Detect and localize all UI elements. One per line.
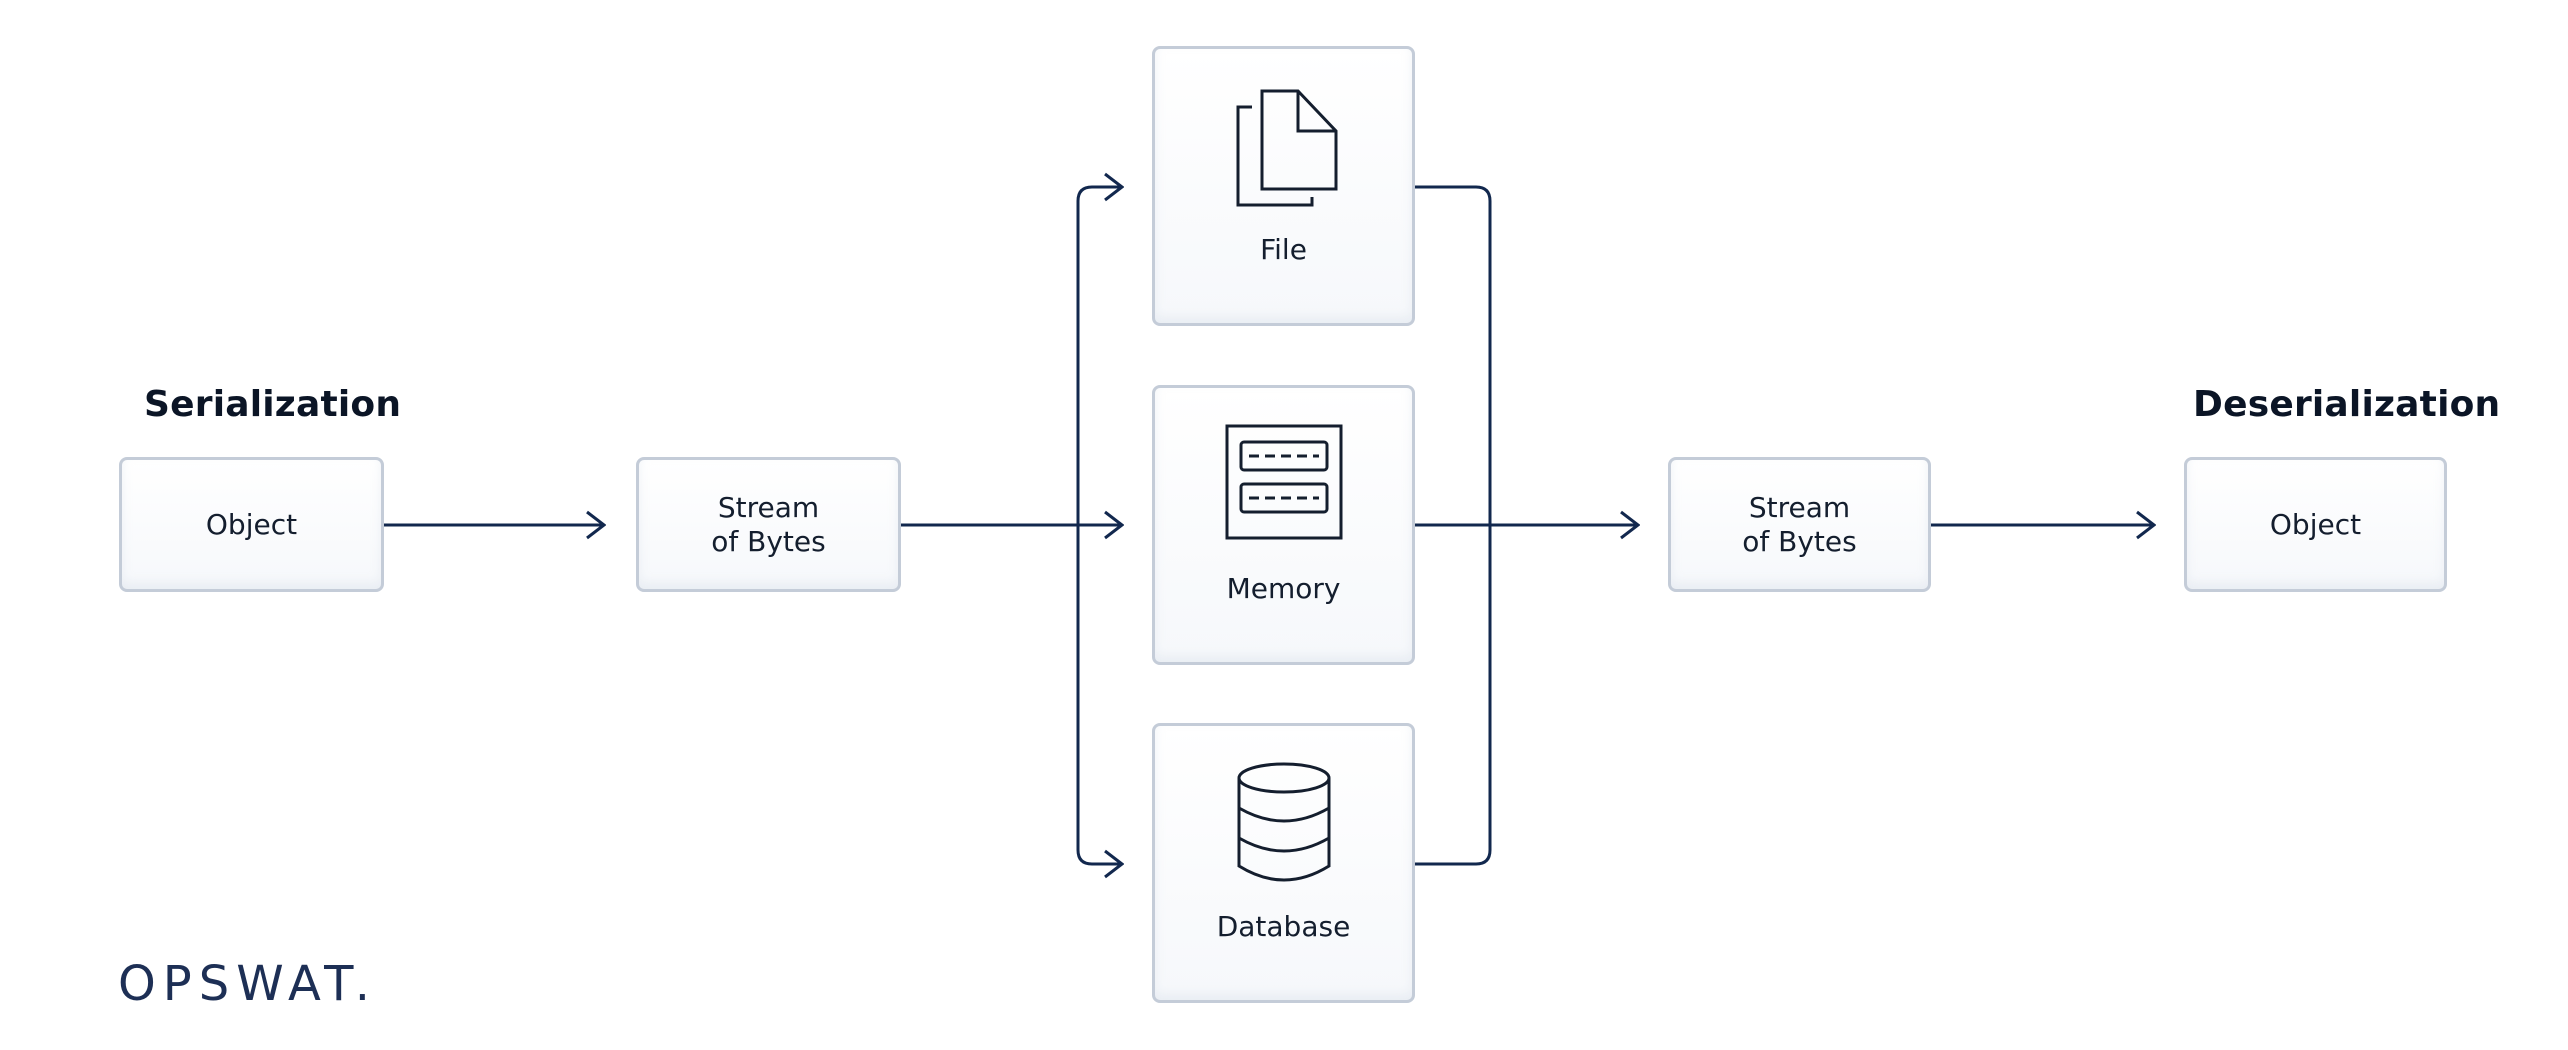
object-label-right: Object — [2269, 507, 2362, 541]
database-box: Database — [1152, 723, 1415, 1003]
opswat-logo: OPSWAT. — [118, 956, 378, 1012]
serialization-heading: Serialization — [144, 384, 402, 425]
arrow-branch-to-file — [1076, 187, 1122, 525]
stream-box-right: Stream of Bytes — [1668, 457, 1931, 592]
object-box-right: Object — [2184, 457, 2447, 592]
object-label-left: Object — [205, 507, 298, 541]
deserialization-heading: Deserialization — [2193, 384, 2501, 425]
line-database-merge — [1415, 525, 1492, 866]
file-box: File — [1152, 46, 1415, 326]
file-icon — [1224, 79, 1344, 223]
stream-label-right: Stream of Bytes — [1742, 490, 1857, 558]
memory-box: Memory — [1152, 385, 1415, 665]
database-label: Database — [1216, 910, 1351, 943]
memory-icon — [1219, 418, 1349, 552]
file-label: File — [1260, 233, 1307, 266]
database-icon — [1229, 756, 1339, 900]
stream-label-left: Stream of Bytes — [711, 490, 826, 558]
memory-label: Memory — [1226, 572, 1341, 605]
object-box-left: Object — [119, 457, 384, 592]
stream-box-left: Stream of Bytes — [636, 457, 901, 592]
line-file-merge — [1415, 185, 1492, 525]
arrow-branch-to-database — [1076, 525, 1122, 864]
